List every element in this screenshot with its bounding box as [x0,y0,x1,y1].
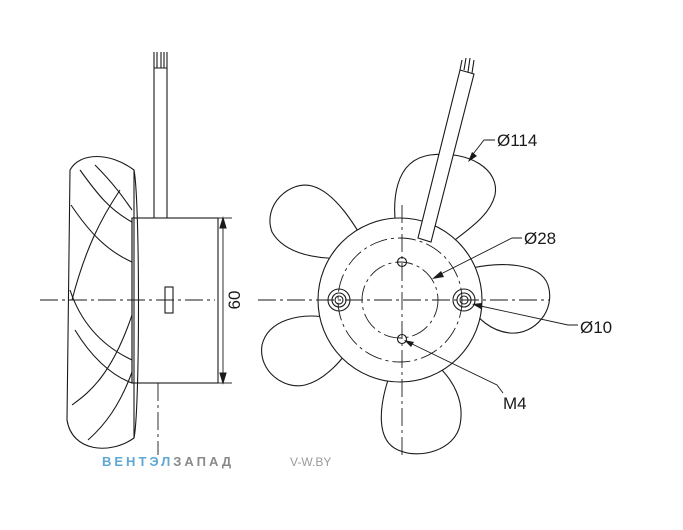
dim-10-label: Ø10 [580,318,612,337]
leader-m4 [407,341,504,394]
side-blade-6 [71,314,133,406]
front-hole-left-inner [334,295,344,305]
front-view [258,57,578,455]
side-blade-4 [69,289,133,361]
side-blade-2 [70,204,133,263]
side-blade-1 [79,169,133,223]
side-blade-5 [74,329,133,384]
side-cable [153,52,168,218]
leader-114-arrow [468,152,477,162]
watermark-brand: ВЕНТЭЛЗАПАД [102,454,234,469]
side-motor-body [131,217,219,384]
watermark-brand-part2: ЗАПАД [173,454,234,469]
watermark: ВЕНТЭЛЗАПАД V-W.BY [102,454,331,469]
watermark-url: V-W.BY [290,455,331,469]
side-impeller-outline [66,156,135,449]
front-blade-bottom [380,367,462,455]
watermark-brand-part1: ВЕНТЭЛ [102,454,173,469]
side-impeller-edge [133,169,140,439]
front-cable-wires [459,57,475,74]
dim-60-arrow-top [219,216,227,229]
leader-114 [469,139,495,159]
dim-60-label: 60 [225,291,244,310]
front-blade-top [394,153,497,241]
leader-10-arrow [472,303,482,309]
side-blade-7 [87,371,133,441]
side-view [40,52,232,455]
leader-10 [475,304,578,326]
side-cable-wires [154,52,167,69]
leader-28 [436,237,522,277]
side-blade-8 [71,189,121,301]
leader-28-arrow [432,271,444,279]
side-blade-3 [94,164,133,211]
leader-m4-arrow [404,340,414,347]
front-cable [417,69,475,243]
dim-60-arrow-bottom [219,372,227,385]
dim-114-label: Ø114 [497,131,537,150]
front-blade-right [467,264,551,334]
dim-m4-label: M4 [503,394,527,413]
dim-28-label: Ø28 [524,229,556,248]
